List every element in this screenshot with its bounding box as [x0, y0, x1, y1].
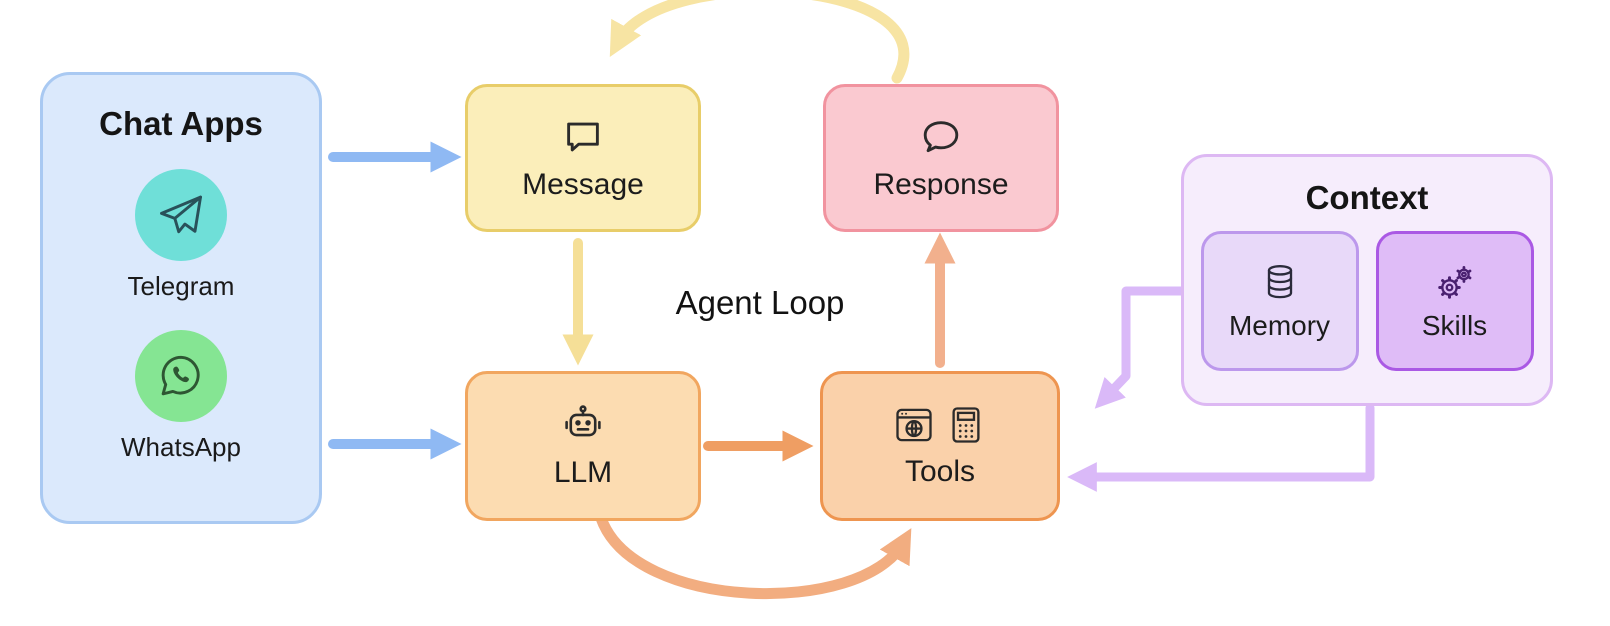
context-group: Context Memory — [1181, 154, 1553, 406]
gears-icon — [1433, 260, 1477, 304]
context-title: Context — [1305, 179, 1429, 216]
robot-icon — [560, 402, 606, 448]
context-items: Memory — [1200, 231, 1534, 371]
skills-label: Skills — [1421, 310, 1488, 341]
memory-label: Memory — [1228, 310, 1331, 341]
chat-apps-group: Chat Apps Telegram WhatsApp — [40, 72, 322, 524]
calculator-icon — [944, 403, 988, 447]
message-label: Message — [522, 168, 644, 201]
memory-node: Memory — [1200, 231, 1359, 371]
telegram-label: Telegram — [127, 271, 235, 301]
arrow-context-to-tools-side — [1067, 403, 1375, 492]
skills-node: Skills — [1375, 231, 1534, 371]
browser-globe-icon — [892, 403, 936, 447]
tools-icons — [892, 403, 988, 447]
whatsapp-label: WhatsApp — [121, 432, 241, 462]
whatsapp-icon — [135, 330, 227, 422]
tools-label: Tools — [904, 455, 976, 488]
message-node: Message — [465, 84, 701, 232]
speech-bubble-round-icon — [918, 114, 964, 160]
speech-bubble-square-icon — [560, 114, 606, 160]
tools-node: Tools — [820, 371, 1060, 521]
database-icon — [1258, 260, 1302, 304]
llm-node: LLM — [465, 371, 701, 521]
arrow-response-to-message-loop — [609, 0, 910, 84]
telegram-icon — [135, 169, 227, 261]
agent-loop-label: Agent Loop — [675, 284, 845, 321]
arrow-llm-to-tools-loop — [595, 512, 912, 600]
response-label: Response — [873, 168, 1009, 201]
response-node: Response — [823, 84, 1059, 232]
arrow-context-to-tools-top — [1094, 286, 1188, 409]
llm-label: LLM — [553, 456, 613, 489]
chat-apps-title: Chat Apps — [99, 105, 263, 142]
